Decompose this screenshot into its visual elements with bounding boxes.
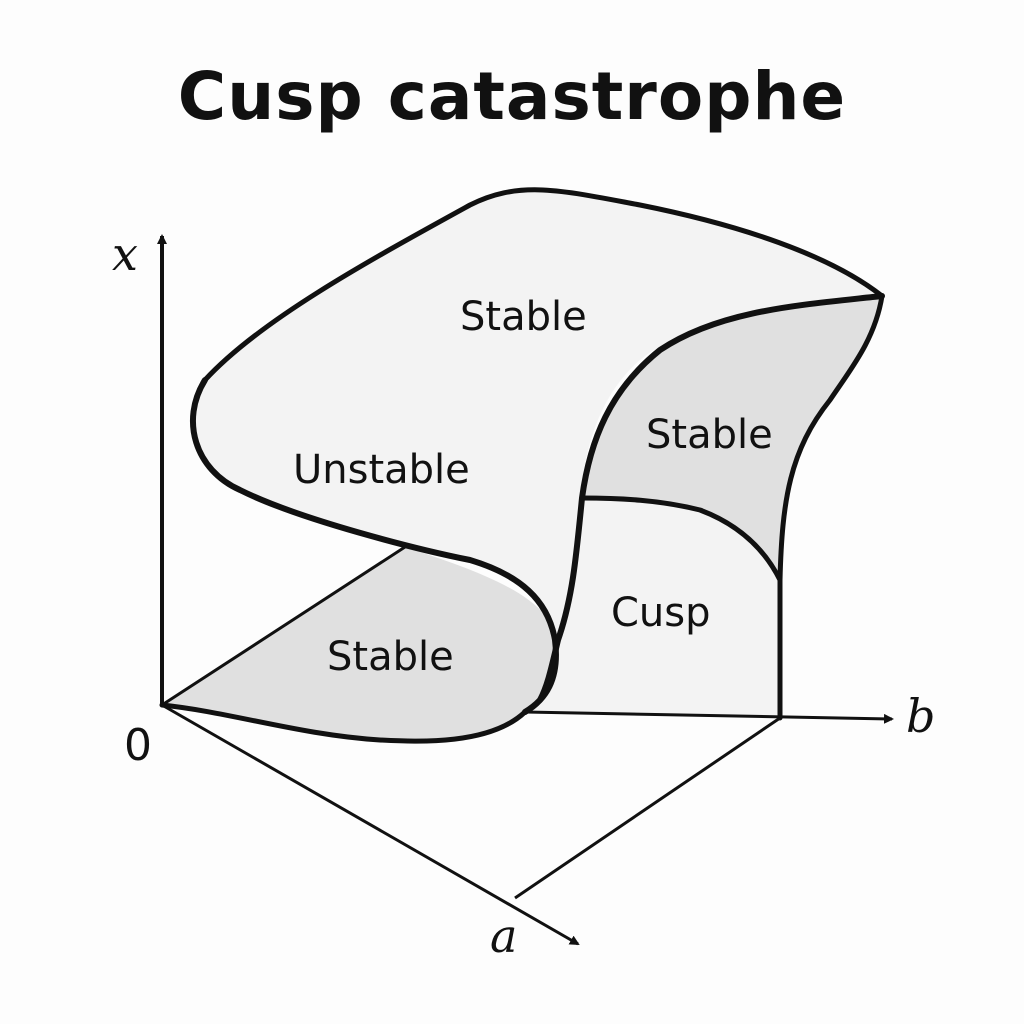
a-b-guide-line xyxy=(514,716,781,900)
region-label-right-stable: Stable xyxy=(646,412,773,458)
region-label-unstable: Unstable xyxy=(293,447,470,493)
b-axis xyxy=(524,710,894,724)
surface-lower-stable xyxy=(162,547,557,742)
diagram-title: Cusp catastrophe xyxy=(177,58,847,135)
region-label-cusp: Cusp xyxy=(611,590,711,636)
surface-cusp-block xyxy=(525,498,780,718)
surface-outlines xyxy=(159,187,885,744)
axes xyxy=(157,234,894,946)
surface-upper-sheet xyxy=(192,189,882,641)
a-axis xyxy=(161,703,580,946)
a-axis-label: a xyxy=(490,909,517,963)
b-axis-label: b xyxy=(906,689,935,743)
region-label-lower-stable: Stable xyxy=(327,634,454,680)
surface-right-stable xyxy=(582,296,882,580)
origin-label: 0 xyxy=(124,720,152,771)
region-label-upper-stable: Stable xyxy=(460,294,587,340)
x-axis-label: x xyxy=(112,227,138,281)
